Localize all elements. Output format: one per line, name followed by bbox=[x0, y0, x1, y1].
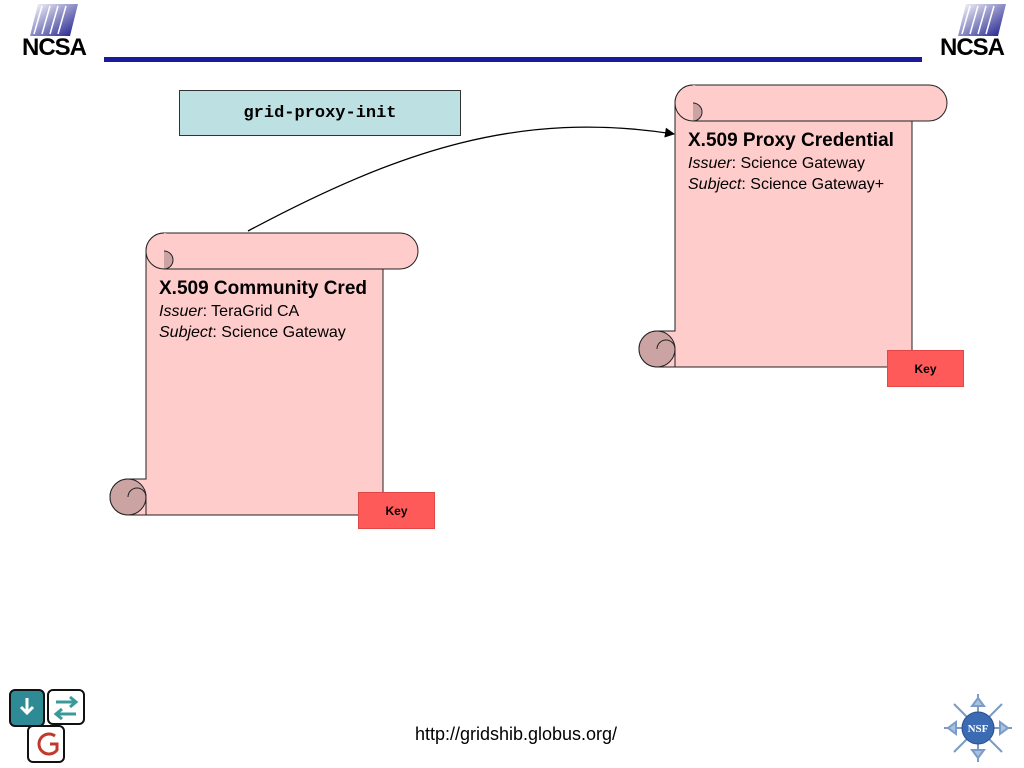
issuer-value: : Science Gateway bbox=[731, 155, 865, 172]
footer-url[interactable]: http://gridshib.globus.org/ bbox=[414, 724, 618, 744]
proxy-cred-subject: Subject: Science Gateway+ bbox=[688, 174, 894, 195]
header-rule bbox=[104, 57, 922, 62]
proxy-cred-scroll bbox=[638, 84, 948, 368]
community-cred-issuer: Issuer: TeraGrid CA bbox=[159, 301, 367, 322]
command-box: grid-proxy-init bbox=[179, 90, 461, 136]
community-cred-key: Key bbox=[358, 492, 435, 529]
community-cred-title: X.509 Community Cred bbox=[159, 278, 367, 299]
gridshib-logo-icon bbox=[9, 689, 85, 763]
nsf-logo-text: NSF bbox=[968, 723, 989, 735]
ncsa-logo-right: NCSA bbox=[926, 2, 1018, 62]
ncsa-logo-left-text: NCSA bbox=[21, 34, 87, 61]
subject-value: : Science Gateway+ bbox=[741, 176, 885, 193]
issuer-label: Issuer bbox=[688, 155, 732, 172]
community-cred-scroll bbox=[109, 232, 419, 516]
proxy-cred-key: Key bbox=[887, 350, 964, 387]
proxy-arrow bbox=[247, 126, 675, 232]
issuer-value: : TeraGrid CA bbox=[202, 303, 300, 320]
proxy-cred-text: X.509 Proxy Credential Issuer: Science G… bbox=[688, 129, 894, 195]
community-cred-text: X.509 Community Cred Issuer: TeraGrid CA… bbox=[159, 277, 367, 343]
ncsa-logo-mark-icon bbox=[30, 4, 78, 36]
proxy-cred-issuer: Issuer: Science Gateway bbox=[688, 153, 894, 174]
subject-label: Subject bbox=[159, 324, 213, 341]
subject-value: : Science Gateway bbox=[212, 324, 346, 341]
subject-label: Subject bbox=[688, 176, 742, 193]
nsf-logo-icon: NSF bbox=[944, 694, 1012, 762]
ncsa-logo-right-text: NCSA bbox=[939, 34, 1005, 61]
proxy-cred-title: X.509 Proxy Credential bbox=[688, 130, 894, 151]
community-cred-subject: Subject: Science Gateway bbox=[159, 322, 367, 343]
issuer-label: Issuer bbox=[159, 303, 203, 320]
ncsa-logo-mark-icon bbox=[958, 4, 1006, 36]
ncsa-logo-left: NCSA bbox=[8, 2, 100, 62]
